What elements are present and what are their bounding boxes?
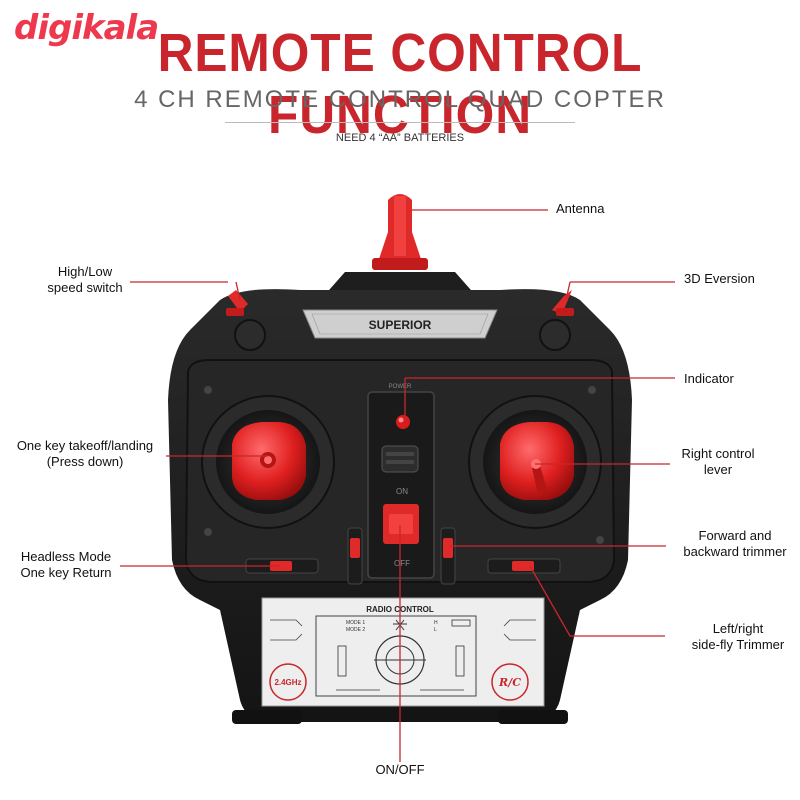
label-indicator: Indicator [684,371,734,386]
left-shoulder-button[interactable] [234,319,266,351]
power-label: POWER [389,384,412,390]
right-stick[interactable] [468,395,602,529]
right-vertical-trimmer[interactable] [440,527,456,585]
radio-control-plate: RADIO CONTROL MODE 1 MODE 2 H L 2.4GHz R… [261,597,545,707]
rc-text: R/C [498,676,521,689]
badge-text: SUPERIOR [369,318,432,332]
mode2-text: MODE 2 [346,627,365,633]
antenna [372,194,428,270]
page-subtitle: 4 CH REMOTE CONTROL QUAD COPTER [134,86,666,113]
left-stick[interactable] [201,395,335,529]
h-mark: H [434,620,438,626]
label-takeoff: One key takeoff/landing (Press down) [16,438,154,469]
label-sidefly: Left/right side-fly Trimmer [691,621,785,652]
callout-lines [120,209,675,762]
label-trimmer: Forward and backward trimmer [683,528,787,559]
brand-logo: digikala [14,8,159,48]
left-vertical-trimmer[interactable] [347,527,363,585]
label-headless: Headless Mode One key Return [20,549,112,580]
page-title: REMOTE CONTROL FUNCTION [157,23,643,145]
right-shoulder-button[interactable] [539,319,571,351]
freq-text: 2.4GHz [274,678,301,687]
divider [225,122,575,123]
label-speed-switch: High/Low speed switch [47,264,123,295]
battery-note: NEED 4 “AA” BATTERIES [335,132,465,144]
speed-switch[interactable] [226,290,248,316]
slider-housing [381,445,419,473]
label-onoff: ON/OFF [375,762,425,777]
mode1-text: MODE 1 [346,620,365,626]
label-right-lever: Right control lever [681,446,755,477]
label-antenna: Antenna [556,201,605,216]
indicator-led [396,415,410,429]
superior-badge: SUPERIOR [302,309,498,339]
off-label: OFF [394,559,410,568]
right-horizontal-trimmer[interactable] [487,558,561,574]
label-eversion: 3D Eversion [684,271,755,286]
l-mark: L [434,627,437,633]
rc-badge [491,663,529,701]
battery-icon [451,619,471,627]
center-panel: POWER ON OFF [367,384,435,579]
freq-badge [269,663,307,701]
on-label: ON [396,487,408,496]
